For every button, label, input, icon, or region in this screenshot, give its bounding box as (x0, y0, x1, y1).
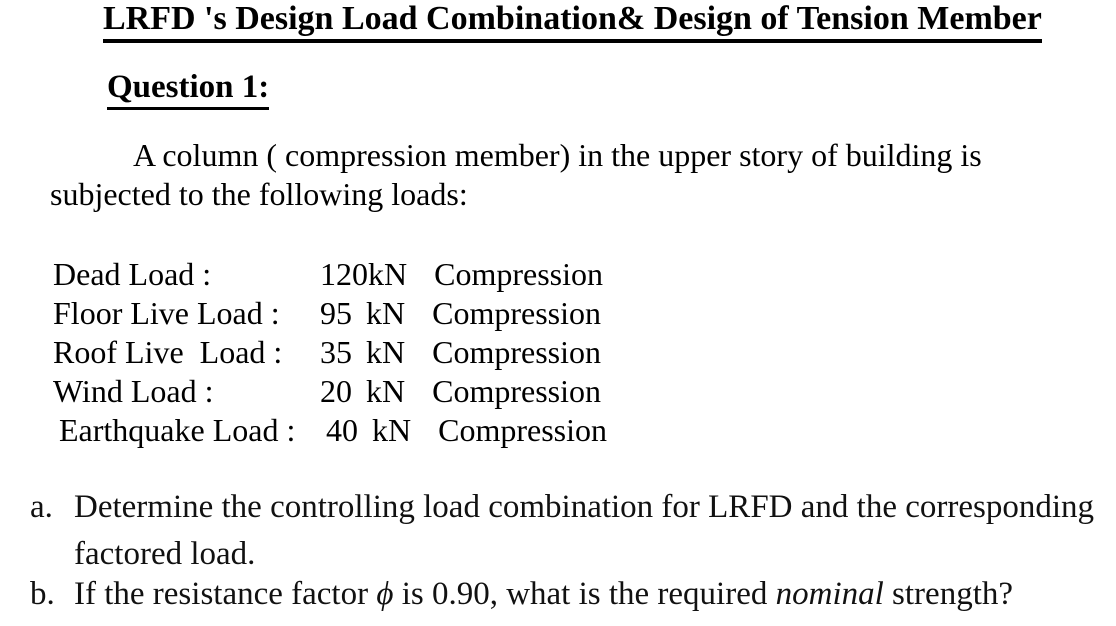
intro-line-2: subjected to the following loads: (50, 176, 468, 212)
load-unit: kN (366, 334, 406, 370)
load-label: Roof Live Load : (53, 334, 283, 370)
load-condition: Compression (438, 412, 607, 448)
question-parts-list: a. Determine the controlling load combin… (30, 484, 1105, 618)
load-value: 40 kN Compression (326, 411, 607, 450)
phi-symbol: ϕ (376, 576, 394, 612)
load-amount: 20 (320, 373, 352, 409)
question-part-b-text-mid: is 0.90, what is the required (393, 576, 776, 612)
load-value: 20 kN Compression (320, 372, 601, 411)
load-amount: 95 (320, 295, 352, 331)
question-part-a-line-1: Determine the controlling load combinati… (74, 489, 1095, 525)
intro-paragraph: A column ( compression member) in the up… (50, 136, 1050, 214)
load-amount: 35 (320, 334, 352, 370)
question-part-b: b. If the resistance factor ϕ is 0.90, w… (30, 571, 1105, 618)
load-label: Earthquake Load : (59, 412, 296, 448)
load-unit: kN (372, 412, 412, 448)
load-value: 95 kN Compression (320, 294, 601, 333)
load-amount: 120 (320, 256, 368, 292)
question-part-b-italic-word: nominal (775, 576, 884, 612)
loads-list: Dead Load : 120 kN Compression Floor Liv… (53, 255, 607, 450)
load-condition: Compression (434, 256, 603, 292)
question-part-a: a. Determine the controlling load combin… (30, 484, 1105, 578)
question-part-b-text-post: strength? (883, 576, 1014, 612)
question-part-b-marker: b. (30, 576, 55, 612)
load-label: Floor Live Load : (53, 295, 280, 331)
load-condition: Compression (432, 334, 601, 370)
intro-line-1: A column ( compression member) in the up… (133, 137, 982, 173)
load-value: 120 kN Compression (320, 255, 603, 294)
load-label: Dead Load : (53, 256, 212, 292)
question-part-a-marker: a. (30, 489, 53, 525)
question-part-a-line-2: factored load. (74, 536, 256, 572)
load-row-floor-live: Floor Live Load : 95 kN Compression (53, 294, 607, 333)
load-row-roof-live: Roof Live Load : 35 kN Compression (53, 333, 607, 372)
document-title: LRFD 's Design Load Combination& Design … (103, 2, 1042, 43)
question-heading: Question 1: (107, 71, 270, 110)
load-amount: 40 (326, 412, 358, 448)
load-value: 35 kN Compression (320, 333, 601, 372)
load-row-dead: Dead Load : 120 kN Compression (53, 255, 607, 294)
load-label: Wind Load : (53, 373, 214, 409)
question-part-b-text-pre: If the resistance factor (74, 576, 377, 612)
question-part-b-text: If the resistance factor ϕ is 0.90, what… (74, 571, 1013, 618)
load-unit: kN (366, 295, 406, 331)
load-condition: Compression (432, 295, 601, 331)
load-condition: Compression (432, 373, 601, 409)
load-unit: kN (368, 256, 408, 292)
load-row-earthquake: Earthquake Load : 40 kN Compression (53, 411, 607, 450)
load-row-wind: Wind Load : 20 kN Compression (53, 372, 607, 411)
question-part-a-text: Determine the controlling load combinati… (74, 484, 1094, 578)
load-unit: kN (366, 373, 406, 409)
